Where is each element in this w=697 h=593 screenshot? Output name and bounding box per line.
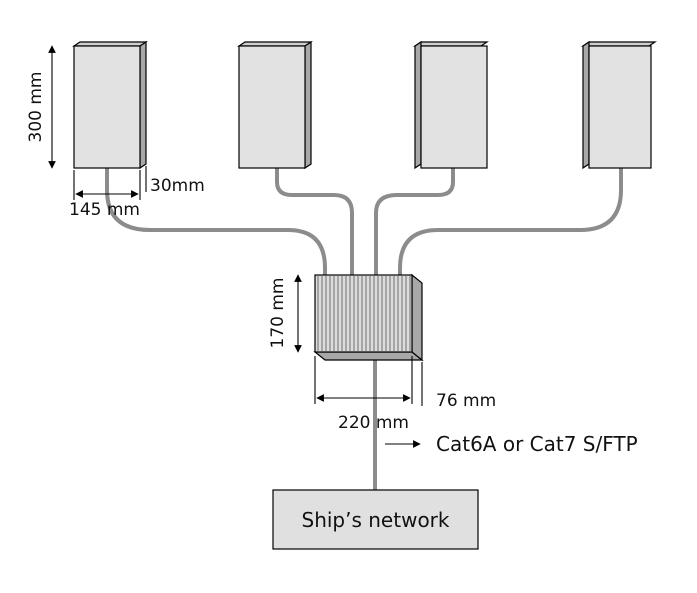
terminal-unit-4 <box>581 40 657 170</box>
switch-height-label: 170 mm <box>268 278 288 349</box>
unit-height-label: 300 mm <box>26 72 46 143</box>
switch-depth-label: 76 mm <box>436 391 496 411</box>
terminal-unit-3 <box>413 40 489 170</box>
unit-dimensions: 300 mm 30mm 145 mm <box>26 45 205 220</box>
unit-width-label: 145 mm <box>69 200 140 220</box>
cable-unit-4 <box>398 166 623 277</box>
switch-width-label: 220 mm <box>338 413 409 433</box>
cable-unit-1 <box>105 166 327 277</box>
switch-box <box>313 273 424 362</box>
cables <box>105 166 623 492</box>
unit-depth-label: 30mm <box>150 176 205 196</box>
cable-unit-2 <box>275 166 354 277</box>
cable-type-callout: Cat6A or Cat7 S/FTP <box>385 432 638 456</box>
terminal-unit-1 <box>72 40 148 170</box>
ships-network: Ship’s network <box>272 489 479 550</box>
cable-unit-3 <box>374 166 455 277</box>
terminal-unit-2 <box>237 40 313 170</box>
ships-network-box <box>272 489 479 550</box>
ships-network-label: Ship’s network <box>302 508 450 532</box>
switch-box-ribs <box>317 276 411 351</box>
cable-type-label: Cat6A or Cat7 S/FTP <box>436 432 638 456</box>
switch-dimensions: 170 mm 76 mm 220 mm <box>268 274 496 433</box>
